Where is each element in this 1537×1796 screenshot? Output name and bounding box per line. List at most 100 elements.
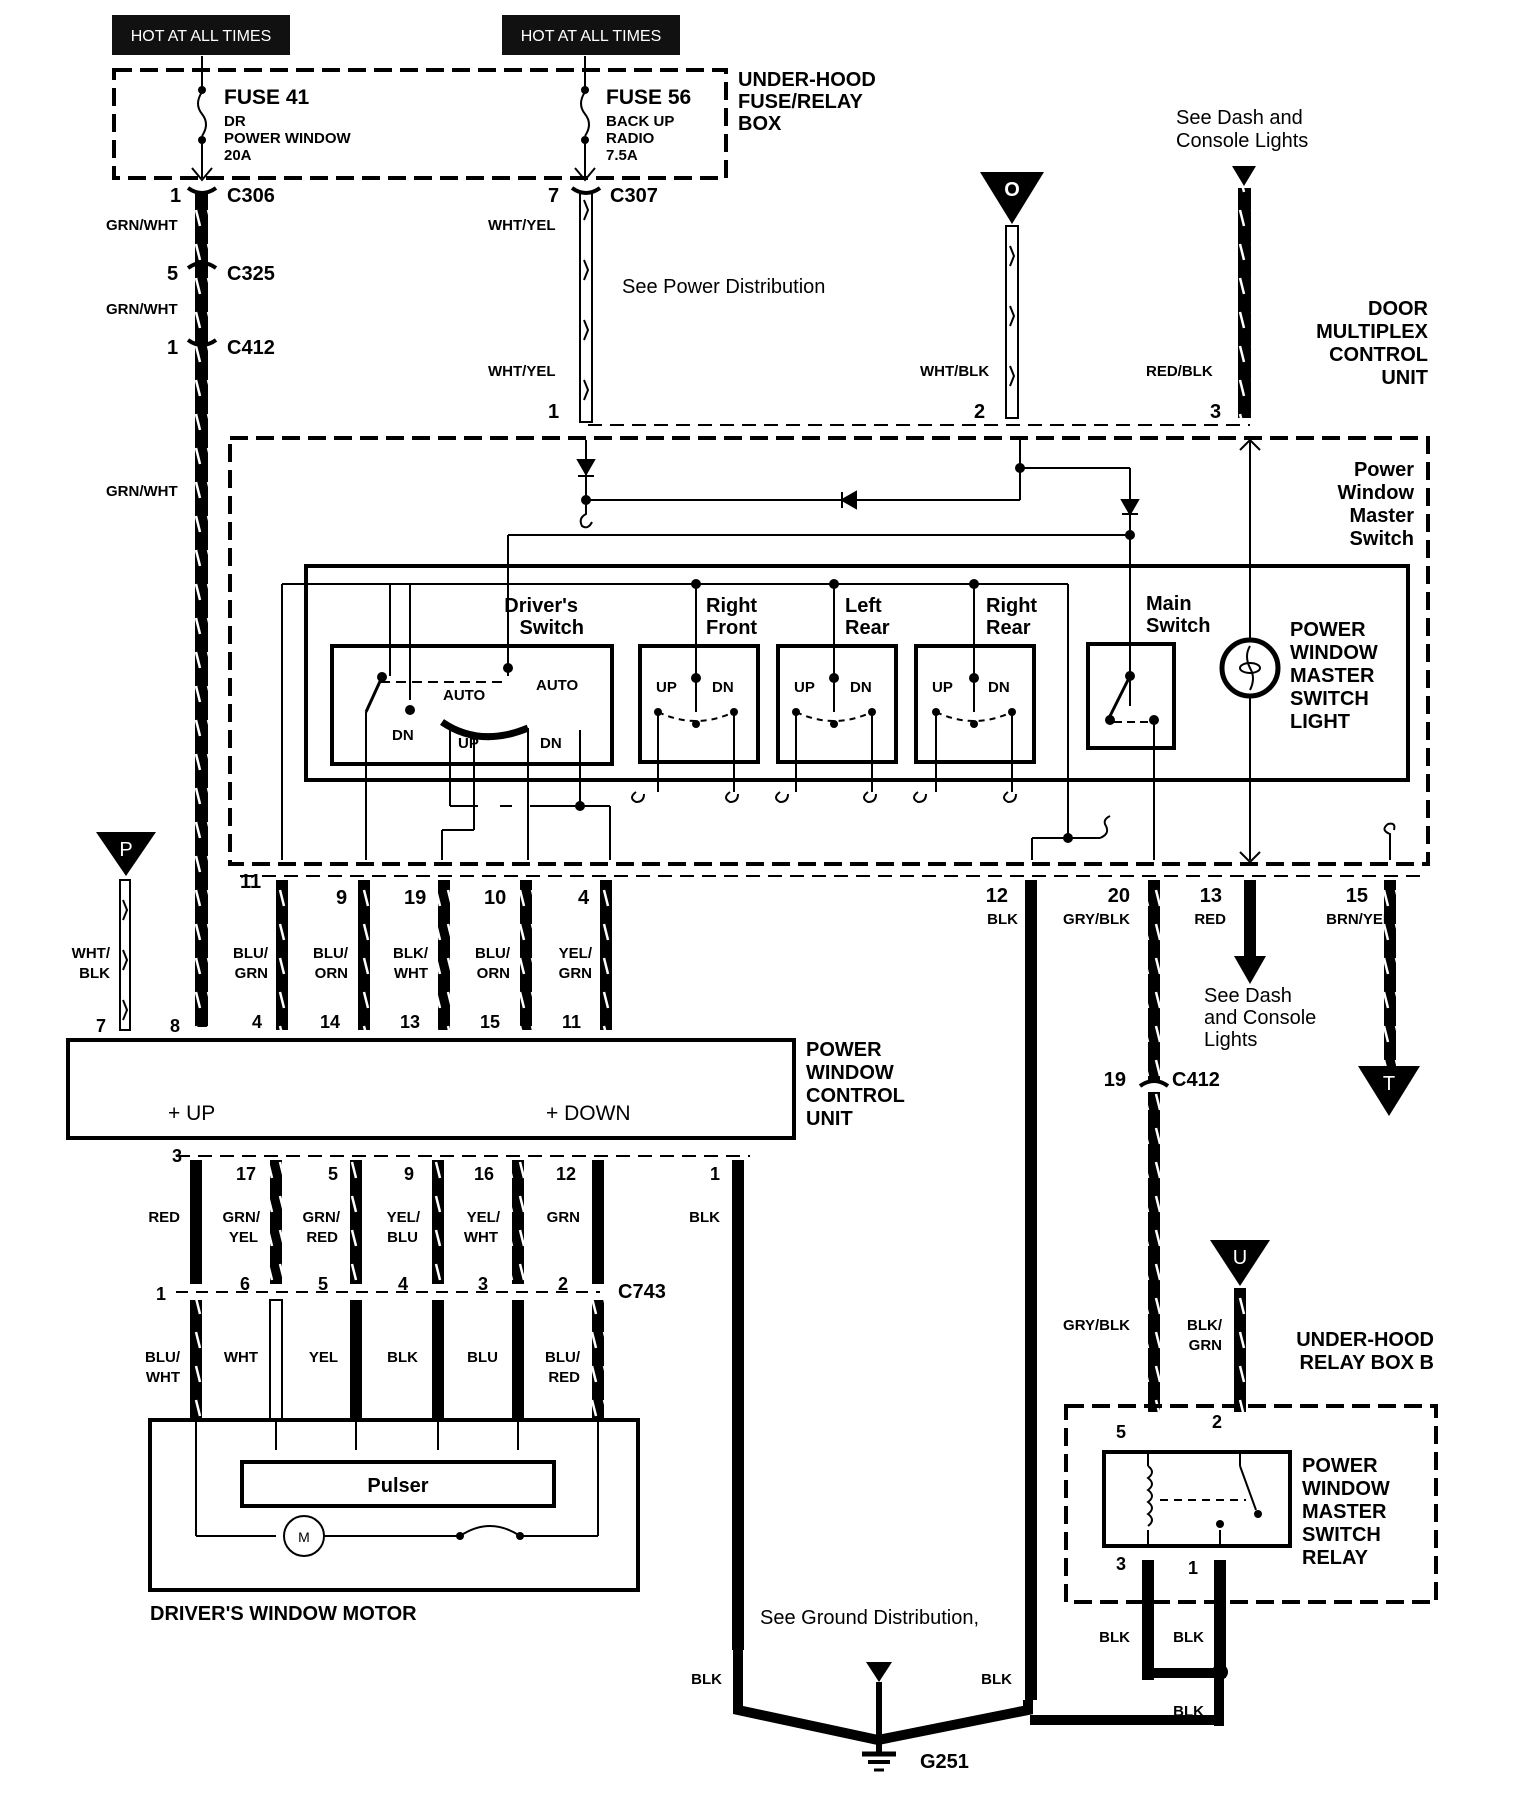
- pwms-title: Power Window Master Switch: [1338, 459, 1415, 550]
- svg-text:Main: Main: [1146, 593, 1192, 615]
- svg-text:19: 19: [1104, 1069, 1126, 1091]
- right-rear-switch[interactable]: Right Rear UP DN: [914, 579, 1037, 792]
- svg-text:C412: C412: [227, 337, 275, 359]
- svg-text:5: 5: [318, 1274, 328, 1294]
- offpage-t[interactable]: T: [1358, 1066, 1420, 1116]
- svg-text:RED: RED: [1194, 911, 1226, 928]
- svg-text:MASTER: MASTER: [1290, 665, 1375, 687]
- svg-text:POWER: POWER: [1302, 1455, 1378, 1477]
- svg-text:14: 14: [320, 1012, 340, 1032]
- main-switch[interactable]: Main Switch: [1086, 593, 1210, 860]
- svg-text:GRN/WHT: GRN/WHT: [106, 217, 178, 234]
- relay-blk-wires: BLK BLK BLK: [1099, 1560, 1228, 1726]
- svg-text:WHT/YEL: WHT/YEL: [488, 217, 556, 234]
- svg-text:GRY/BLK: GRY/BLK: [1063, 1317, 1130, 1334]
- svg-text:11: 11: [240, 871, 261, 893]
- svg-text:1: 1: [548, 401, 559, 423]
- svg-text:BLU/: BLU/: [145, 1349, 181, 1366]
- svg-text:G251: G251: [920, 1751, 969, 1773]
- svg-text:BLK: BLK: [1173, 1629, 1204, 1646]
- pwms-right-pins: 12 BLK 20 GRY/BLK 13 RED 15 BRN/YEL: [986, 880, 1396, 1700]
- connector-c743: 1 6 5 4 3 2 C743: [156, 1274, 666, 1304]
- svg-text:and Console: and Console: [1204, 1007, 1316, 1029]
- svg-text:16: 16: [474, 1164, 494, 1184]
- svg-text:DOOR: DOOR: [1368, 298, 1429, 320]
- svg-text:15: 15: [480, 1012, 500, 1032]
- note-dash-top: See Dash and Console Lights: [1176, 107, 1308, 186]
- svg-text:DN: DN: [392, 727, 414, 744]
- left-rear-switch[interactable]: Left Rear UP DN: [776, 579, 898, 792]
- svg-text:BLK: BLK: [79, 965, 110, 982]
- right-front-switch[interactable]: Right Front UP DN: [638, 579, 760, 792]
- svg-text:GRN/: GRN/: [303, 1209, 341, 1226]
- svg-text:2: 2: [974, 401, 985, 423]
- pwcu-down-label: + DOWN: [546, 1102, 631, 1125]
- svg-text:CONTROL: CONTROL: [806, 1085, 905, 1107]
- svg-text:Power: Power: [1354, 459, 1414, 481]
- hot-label-fuse41: HOT AT ALL TIMES: [112, 15, 290, 55]
- svg-text:RELAY: RELAY: [1302, 1547, 1369, 1569]
- svg-text:YEL: YEL: [309, 1349, 338, 1366]
- offpage-o[interactable]: O: [980, 172, 1044, 224]
- svg-text:Right: Right: [706, 595, 757, 617]
- svg-text:T: T: [1383, 1073, 1395, 1095]
- svg-text:3: 3: [478, 1274, 488, 1294]
- svg-text:RED: RED: [306, 1229, 338, 1246]
- svg-text:C412: C412: [1172, 1069, 1220, 1091]
- svg-text:UNIT: UNIT: [1381, 367, 1428, 389]
- note-power-distribution: See Power Distribution: [622, 276, 825, 298]
- svg-text:Rear: Rear: [845, 617, 890, 639]
- svg-text:Rear: Rear: [986, 617, 1031, 639]
- svg-text:GRN: GRN: [559, 965, 592, 982]
- drivers-switch-wiring: [365, 712, 611, 860]
- drivers-switch[interactable]: Driver's Switch AUTO AUTO DN UP DN: [330, 595, 614, 766]
- svg-text:C325: C325: [227, 263, 275, 285]
- svg-text:LIGHT: LIGHT: [1290, 711, 1350, 733]
- svg-text:POWER: POWER: [806, 1039, 882, 1061]
- svg-text:GRY/BLK: GRY/BLK: [1063, 911, 1130, 928]
- svg-text:1: 1: [167, 337, 178, 359]
- svg-text:BLK: BLK: [1099, 1629, 1130, 1646]
- svg-text:BLU: BLU: [387, 1229, 418, 1246]
- svg-text:FUSE/RELAY: FUSE/RELAY: [738, 91, 864, 113]
- svg-text:HOT AT ALL TIMES: HOT AT ALL TIMES: [521, 28, 662, 45]
- svg-text:POWER: POWER: [1290, 619, 1366, 641]
- svg-text:Window: Window: [1338, 482, 1415, 504]
- svg-text:FUSE 41: FUSE 41: [224, 86, 310, 109]
- svg-text:7.5A: 7.5A: [606, 147, 638, 164]
- wire-blk-grn: BLK/ GRN: [1187, 1288, 1246, 1412]
- svg-text:Front: Front: [706, 617, 757, 639]
- svg-text:ORN: ORN: [477, 965, 510, 982]
- svg-text:DN: DN: [850, 679, 872, 696]
- power-window-control-unit: [66, 1038, 796, 1140]
- svg-text:12: 12: [556, 1164, 576, 1184]
- svg-text:17: 17: [236, 1164, 256, 1184]
- svg-text:BLK: BLK: [981, 1671, 1012, 1688]
- relay-box-b: [1064, 1404, 1438, 1604]
- svg-text:DN: DN: [540, 735, 562, 752]
- pwcu-top-pins: 7 8 4 14 13 15 11: [96, 1012, 581, 1036]
- svg-text:YEL: YEL: [229, 1229, 258, 1246]
- master-switch-light-label: POWER WINDOW MASTER SWITCH LIGHT: [1290, 619, 1378, 733]
- svg-text:YEL/: YEL/: [387, 1209, 421, 1226]
- pwms-internal-circuit: [281, 438, 1261, 864]
- svg-text:13: 13: [1200, 885, 1222, 907]
- svg-text:RADIO: RADIO: [606, 130, 655, 147]
- svg-text:19: 19: [404, 887, 426, 909]
- offpage-p[interactable]: P: [96, 832, 156, 876]
- svg-text:5: 5: [1116, 1422, 1126, 1442]
- svg-text:9: 9: [336, 887, 347, 909]
- svg-text:SWITCH: SWITCH: [1290, 688, 1369, 710]
- svg-text:Console Lights: Console Lights: [1176, 130, 1308, 152]
- svg-text:15: 15: [1346, 885, 1368, 907]
- svg-text:C306: C306: [227, 185, 275, 207]
- switch-panel: [304, 564, 1410, 782]
- svg-text:WHT: WHT: [224, 1349, 258, 1366]
- svg-text:BLU/: BLU/: [475, 945, 511, 962]
- svg-text:WINDOW: WINDOW: [1290, 642, 1378, 664]
- note-ground-distribution: See Ground Distribution,: [760, 1607, 979, 1629]
- offpage-u[interactable]: U: [1210, 1240, 1270, 1286]
- svg-text:RELAY BOX B: RELAY BOX B: [1300, 1352, 1434, 1374]
- svg-text:Pulser: Pulser: [367, 1475, 428, 1497]
- svg-text:GRN/: GRN/: [223, 1209, 261, 1226]
